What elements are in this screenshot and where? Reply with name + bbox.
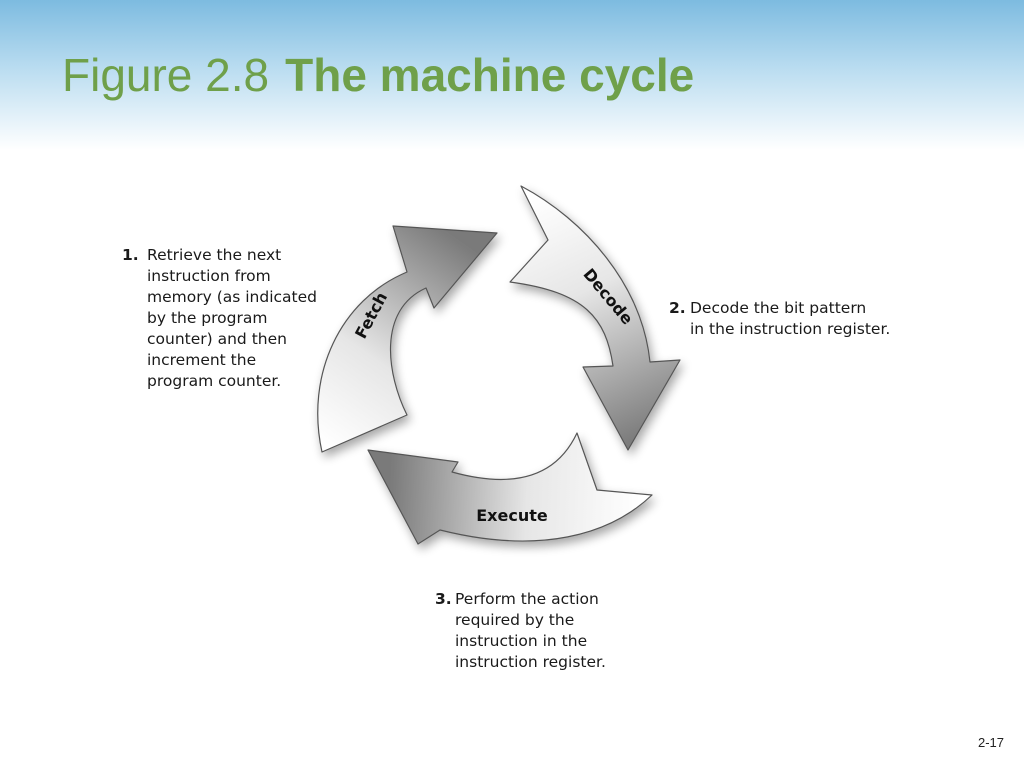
- slide-title: Figure 2.8 The machine cycle: [62, 48, 694, 102]
- step-text: Decode the bit pattern in the instructio…: [690, 299, 891, 338]
- header-band: [0, 0, 1024, 150]
- step-number: 2.: [669, 299, 686, 317]
- decode-arrow: [509, 185, 681, 451]
- step-text: Perform the action required by the instr…: [455, 590, 606, 671]
- execute-label: Execute: [476, 506, 548, 525]
- step-text: Retrieve the next instruction from memor…: [147, 246, 317, 390]
- fetch-arrow: [317, 225, 498, 453]
- step-number: 3.: [435, 590, 452, 608]
- figure-title: The machine cycle: [285, 49, 695, 101]
- execute-arrow: [367, 432, 653, 545]
- figure-number: Figure 2.8: [62, 49, 270, 101]
- slide-number: 2-17: [977, 735, 1004, 750]
- step-number: 1.: [122, 246, 139, 264]
